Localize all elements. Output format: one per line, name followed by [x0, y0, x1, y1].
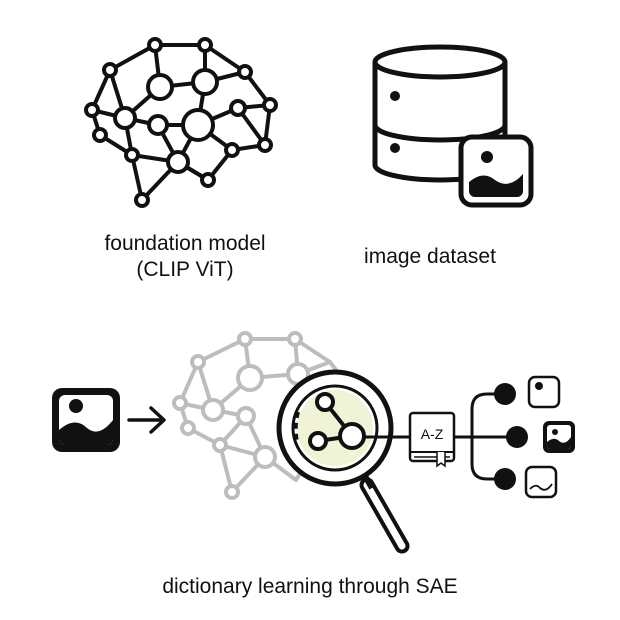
- caption-foundation-line2: (CLIP ViT): [136, 258, 234, 281]
- atom-image-dot-icon: [527, 375, 561, 409]
- brain-nodes: [84, 37, 278, 208]
- arrow-right-icon: [127, 406, 166, 434]
- dictionary-tree-icon: [454, 392, 515, 481]
- magnifying-glass-icon: [276, 369, 410, 554]
- caption-foundation-line1: foundation model: [104, 232, 266, 255]
- caption-foundation-model: foundation model (CLIP ViT): [60, 231, 310, 283]
- input-image-icon: [52, 388, 120, 452]
- dictionary-atoms: [494, 383, 528, 490]
- dataset-image-icon: [458, 134, 534, 208]
- caption-dictionary-learning: dictionary learning through SAE: [162, 575, 458, 598]
- caption-image-dataset: image dataset: [364, 245, 496, 268]
- faded-network-nodes: [172, 331, 310, 500]
- atom-image-landscape-icon: [524, 465, 558, 499]
- dictionary-book-icon: A-Z: [408, 411, 456, 468]
- book-label: A-Z: [421, 426, 444, 442]
- atom-image-full-icon: [543, 421, 575, 453]
